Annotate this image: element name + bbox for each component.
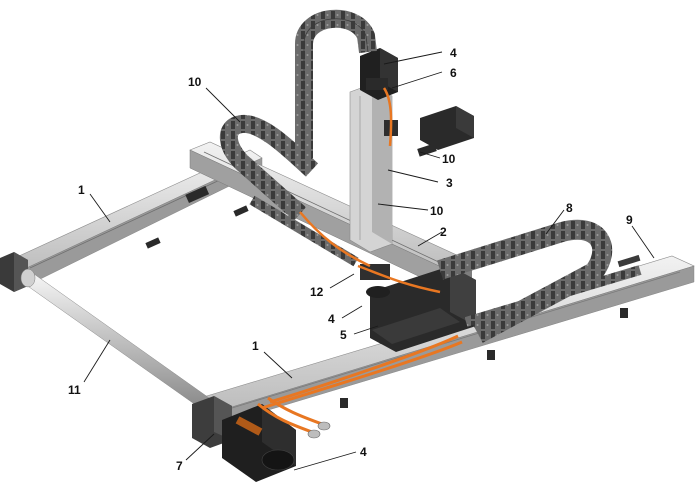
- callout-leader: [293, 451, 357, 471]
- callout-leader: [387, 169, 439, 183]
- synchronizing-shaft: [20, 268, 213, 409]
- callout-leader: [263, 351, 293, 379]
- callout-leader: [391, 71, 443, 89]
- z-axis-motor: [360, 48, 398, 147]
- callout-9: 9: [626, 213, 633, 227]
- callout-10-upper-right: 10: [442, 152, 456, 166]
- z-axis-column: [349, 83, 398, 253]
- callout-4-z-motor: 4: [450, 46, 457, 60]
- callout-leader: [89, 193, 111, 223]
- callout-leader: [329, 273, 355, 289]
- callout-leader: [185, 433, 215, 461]
- callout-10-beam: 10: [430, 204, 444, 218]
- callout-leader: [341, 305, 363, 319]
- callout-5: 5: [340, 328, 347, 342]
- upper-right-motor: [417, 106, 474, 157]
- callout-1-rail-right: 1: [252, 339, 259, 353]
- callout-layer: 1 1 2 3 4 4 4 5 6 7 8 9 10 10 10 11 12: [68, 46, 655, 473]
- front-drive-unit: [192, 396, 296, 482]
- vertical-energy-chain: [295, 9, 377, 158]
- callout-1-rail-left: 1: [78, 183, 85, 197]
- callout-3: 3: [446, 176, 453, 190]
- callout-10-bridge-chain: 10: [188, 75, 202, 89]
- bridge-energy-chain: [219, 115, 371, 268]
- callout-leader: [377, 203, 429, 211]
- orange-cables: [261, 264, 463, 410]
- callout-leader: [383, 51, 443, 65]
- callout-leader: [419, 151, 441, 159]
- x-axis-energy-chain: [437, 220, 642, 343]
- callout-leader: [83, 339, 111, 383]
- callout-2: 2: [440, 225, 447, 239]
- callout-leader: [631, 225, 655, 259]
- callout-8: 8: [566, 201, 573, 215]
- carriage-block: [360, 264, 476, 352]
- callout-leader: [353, 325, 379, 335]
- callout-11: 11: [68, 383, 81, 397]
- callout-leader: [417, 231, 443, 247]
- callout-4-carriage: 4: [328, 312, 335, 326]
- callout-12: 12: [310, 285, 324, 299]
- callout-6: 6: [450, 66, 457, 80]
- callout-7: 7: [176, 459, 183, 473]
- callout-4-front-motor: 4: [360, 445, 367, 459]
- callout-leader: [205, 87, 241, 123]
- callout-leader: [545, 209, 565, 235]
